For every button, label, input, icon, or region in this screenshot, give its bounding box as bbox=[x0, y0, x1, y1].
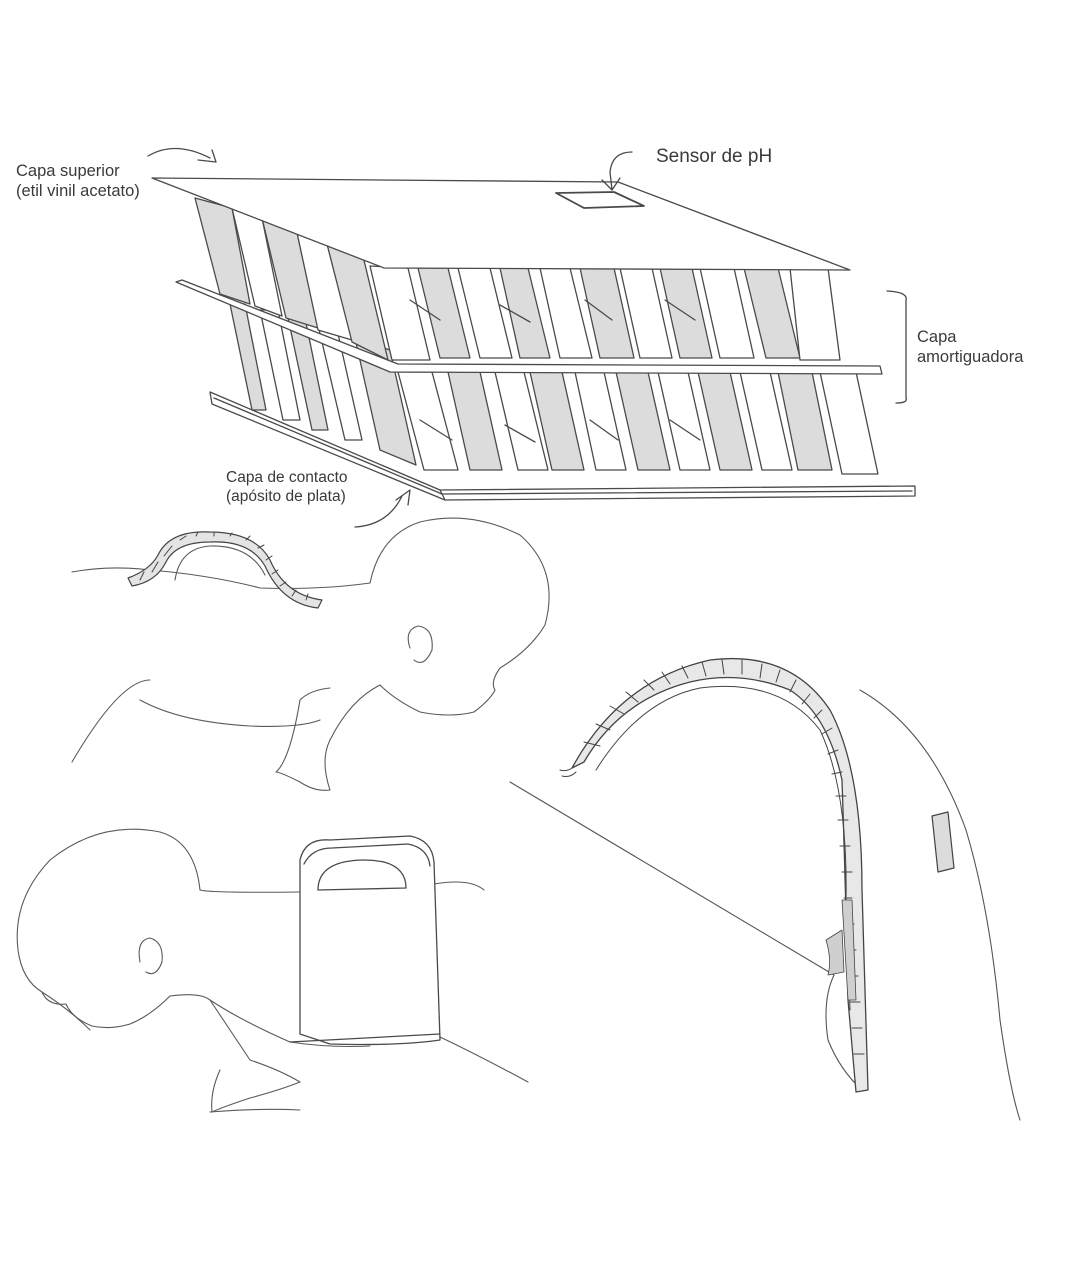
contact-layer-label-line1: Capa de contacto bbox=[226, 469, 348, 488]
buffer-layer-label-line1: Capa bbox=[917, 328, 1023, 348]
contact-layer-label: Capa de contacto (apósito de plata) bbox=[226, 469, 348, 506]
contact-layer-arrow bbox=[355, 490, 410, 527]
contact-layer-label-line2: (apósito de plata) bbox=[226, 488, 348, 507]
top-layer-arrow bbox=[148, 148, 216, 162]
buffer-layer-bracket bbox=[887, 291, 906, 403]
buffer-layer-label: Capa amortiguadora bbox=[917, 328, 1023, 368]
top-layer-label: Capa superior (etil vinil acetato) bbox=[16, 162, 140, 202]
baby-top-illustration bbox=[72, 518, 549, 790]
dressing-strip-small bbox=[128, 532, 322, 608]
dressing-arch-illustration bbox=[510, 659, 1020, 1120]
baby-bottom-illustration bbox=[17, 829, 528, 1112]
dressing-back-panel bbox=[290, 836, 440, 1045]
buffer-layer-label-line2: amortiguadora bbox=[917, 348, 1023, 368]
ph-sensor-label: Sensor de pH bbox=[656, 146, 772, 169]
top-layer-label-line2: (etil vinil acetato) bbox=[16, 182, 140, 202]
top-layer-label-line1: Capa superior bbox=[16, 162, 140, 182]
